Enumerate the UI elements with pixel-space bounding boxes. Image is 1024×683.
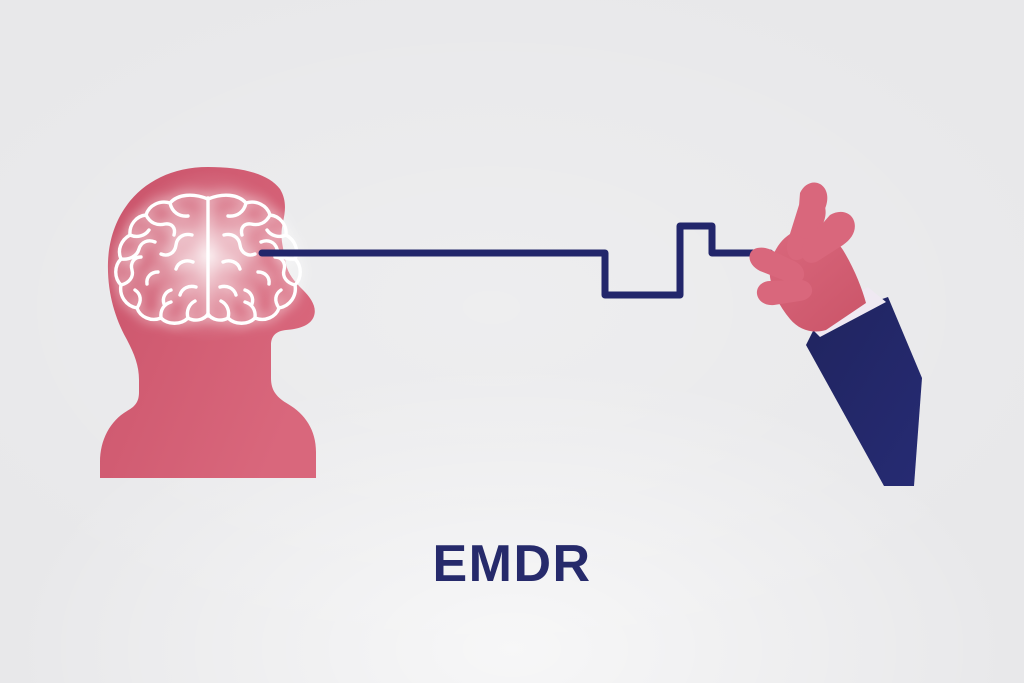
brain-right-hemisphere-outline <box>206 193 302 325</box>
hand-finger-pinky <box>756 279 813 306</box>
page-title: EMDR <box>432 535 592 593</box>
hand-finger-ring <box>797 182 828 240</box>
brain-icon <box>114 193 302 325</box>
therapist-hand-and-arm <box>749 182 922 486</box>
brain-left-folds <box>119 201 198 320</box>
brain-left-hemisphere-outline <box>114 193 210 325</box>
hand-finger-middle <box>801 211 855 263</box>
hand-thumb <box>749 247 805 284</box>
brain-right-folds <box>218 201 297 320</box>
suit-sleeve <box>806 297 922 486</box>
eye-movement-path <box>258 222 774 299</box>
head-and-shoulders <box>100 167 316 478</box>
